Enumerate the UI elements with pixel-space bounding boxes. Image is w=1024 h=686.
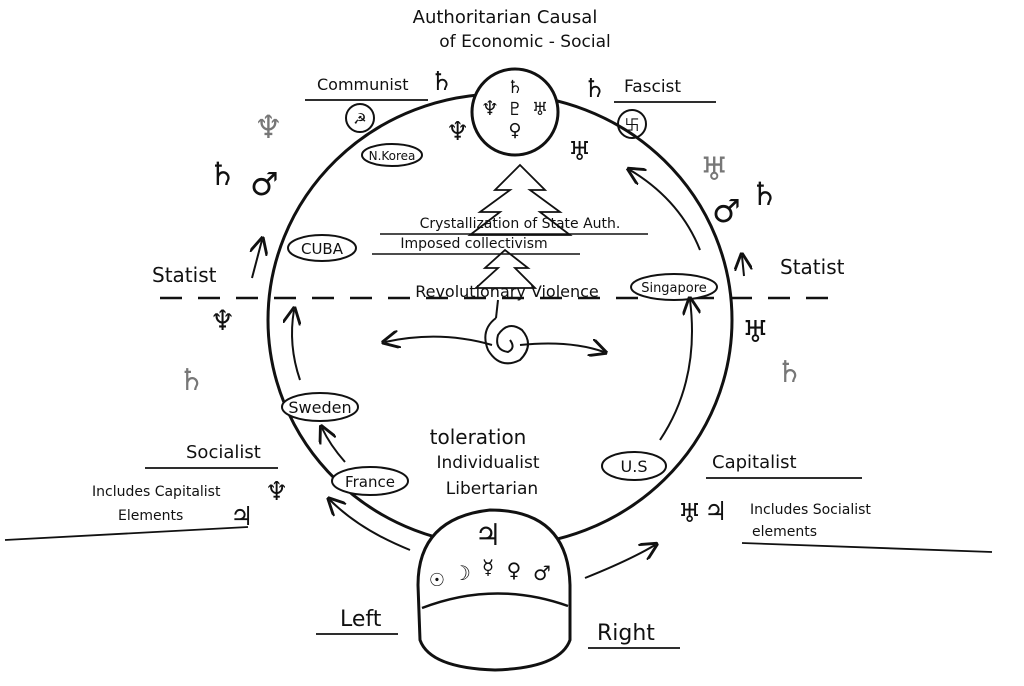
- spiral-left-arrow: [385, 337, 493, 345]
- capitalist-note-1: Includes Socialist: [750, 502, 871, 518]
- neptune-icon: ♆: [481, 96, 499, 120]
- uranus-dotted-icon: ♅: [700, 150, 729, 188]
- france-oval: [331, 466, 409, 496]
- sun-icon: ☉: [429, 570, 445, 591]
- saturn-fascist-icon: ♄: [583, 74, 606, 104]
- left-outer-arrow: [330, 500, 411, 551]
- socialist-note-2: Elements: [118, 508, 183, 524]
- moon-icon: ☽: [453, 561, 471, 585]
- revolutionary-violence-label: Revolutionary Violence: [415, 282, 599, 301]
- communist-label: Communist: [317, 75, 408, 94]
- libertarian-label: Libertarian: [446, 479, 538, 499]
- swastika-icon: 卐: [624, 116, 639, 134]
- saturn-dotted-right-icon: ♄: [776, 355, 803, 390]
- spiral-stem: [495, 299, 499, 319]
- cuba-oval: [287, 234, 357, 262]
- us-label: U.S: [621, 457, 648, 476]
- statist-right-arrow: [742, 256, 744, 277]
- france-label: France: [345, 473, 395, 491]
- toleration-label: toleration: [430, 425, 527, 449]
- neptune-statist-left-icon: ♆: [210, 304, 235, 337]
- singapore-label: Singapore: [641, 281, 707, 296]
- jupiter-capitalist-icon: ♃: [704, 497, 727, 527]
- saturn-icon: ♄: [507, 77, 523, 98]
- right-label: Right: [597, 621, 655, 646]
- hammer-sickle-icon: ☭: [353, 110, 366, 128]
- sweden-oval: [281, 392, 359, 422]
- imposed-collectivism-label: Imposed collectivism: [400, 236, 547, 252]
- socialist-label: Socialist: [186, 442, 261, 463]
- us-oval: [601, 451, 667, 481]
- neptune-socialist-icon: ♆: [265, 477, 288, 507]
- capitalist-label: Capitalist: [712, 452, 797, 473]
- france-to-sweden-arrow: [322, 428, 346, 463]
- sweden-label: Sweden: [288, 398, 351, 417]
- uranus-capitalist-icon: ♅: [678, 499, 701, 529]
- venus-bottom-icon: ♀: [507, 558, 522, 582]
- statist-left-label: Statist: [152, 263, 217, 287]
- neptune-dotted-icon: ♆: [254, 108, 283, 146]
- jupiter-socialist-icon: ♃: [230, 502, 253, 532]
- statist-right-label: Statist: [780, 255, 845, 279]
- north-korea-oval: [361, 143, 423, 167]
- revolution-spiral: [484, 317, 529, 365]
- socialist-baseline: [4, 526, 249, 541]
- jupiter-icon: ♃: [475, 518, 502, 553]
- neptune-communist-icon: ♆: [446, 117, 469, 147]
- capitalist-note-2: elements: [752, 524, 817, 540]
- right-outer-arrow: [584, 545, 655, 579]
- crystallization-tree-lower: [473, 248, 538, 289]
- uranus-statist-right-icon: ♅: [742, 315, 769, 350]
- crystallization-label: Crystallization of State Auth.: [420, 216, 621, 232]
- horizon-curve: [421, 592, 569, 610]
- saturn-left-icon: ♄: [208, 155, 237, 193]
- pluto-icon: ♇: [507, 99, 523, 120]
- hammer-sickle-emblem: [345, 103, 375, 133]
- north-korea-label: N.Korea: [369, 149, 416, 163]
- saturn-communist-icon: ♄: [430, 67, 453, 97]
- spiral-right-arrow: [519, 344, 604, 352]
- saturn-right-icon: ♄: [750, 175, 779, 213]
- mars-left-icon: ♂: [250, 165, 279, 203]
- crystallization-tree-upper: [467, 163, 573, 236]
- capitalist-baseline: [741, 542, 993, 553]
- uranus-fascist-icon: ♅: [568, 137, 591, 167]
- libertarian-planet-circle: [416, 508, 572, 672]
- statist-left-arrow: [252, 240, 262, 279]
- mars-right-icon: ♂: [712, 192, 741, 230]
- sweden-to-statist-arrow: [292, 310, 300, 381]
- left-label: Left: [340, 607, 382, 632]
- saturn-dotted-left-icon: ♄: [178, 363, 205, 398]
- us-to-singapore-arrow: [659, 300, 692, 441]
- title-line-2: of Economic - Social: [439, 32, 610, 52]
- socialist-note-1: Includes Capitalist: [92, 484, 221, 500]
- fascist-label: Fascist: [624, 77, 681, 97]
- title-line-1: Authoritarian Causal: [413, 7, 598, 28]
- mercury-icon: ☿: [482, 555, 494, 579]
- individualist-label: Individualist: [436, 453, 539, 473]
- cuba-label: CUBA: [301, 240, 344, 258]
- uranus-icon: ♅: [532, 99, 548, 120]
- singapore-oval: [630, 273, 718, 301]
- mars-bottom-icon: ♂: [533, 561, 551, 585]
- fascist-emblem: [617, 109, 647, 139]
- authoritarian-planet-circle: [470, 67, 560, 157]
- singapore-to-fascist-arrow: [630, 170, 701, 251]
- venus-icon: ♀: [508, 120, 521, 141]
